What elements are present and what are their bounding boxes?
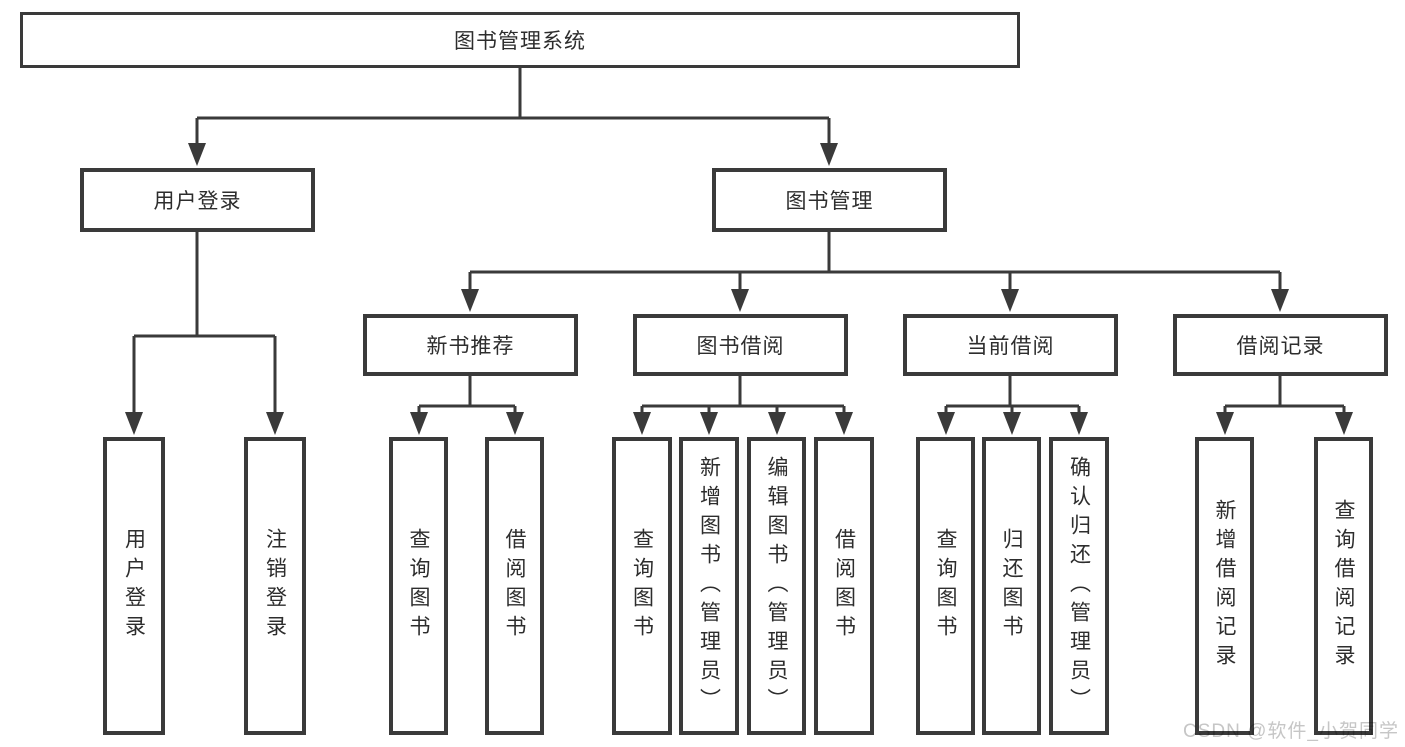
leaf-cb-confirm-return-admin-label: 确认归还（管理员） <box>1067 455 1091 717</box>
leaf-user-login: 用户登录 <box>103 437 165 735</box>
watermark: CSDN @软件_小贺同学 <box>1183 721 1399 742</box>
leaf-br-add-borrow-record: 新增借阅记录 <box>1195 437 1254 735</box>
node-book-management-label: 图书管理 <box>785 190 874 213</box>
leaf-bb-edit-books-admin: 编辑图书（管理员） <box>747 437 806 735</box>
leaf-nb-query-books: 查询图书 <box>389 437 448 735</box>
arrowhead-icon <box>1335 412 1353 435</box>
node-book-management: 图书管理 <box>712 168 947 232</box>
leaf-logout-login: 注销登录 <box>244 437 306 735</box>
arrowhead-icon <box>506 412 524 435</box>
arrowhead-icon <box>700 412 718 435</box>
arrowhead-icon <box>188 143 206 166</box>
arrowhead-icon <box>1003 412 1021 435</box>
leaf-cb-return-books: 归还图书 <box>982 437 1041 735</box>
arrowhead-icon <box>410 412 428 435</box>
arrowhead-icon <box>1216 412 1234 435</box>
arrowhead-icon <box>1070 412 1088 435</box>
node-book-borrowing: 图书借阅 <box>633 314 848 376</box>
leaf-bb-query-books-label: 查询图书 <box>630 528 654 644</box>
leaf-user-login-label: 用户登录 <box>122 528 146 644</box>
arrowhead-icon <box>266 412 284 435</box>
arrowhead-icon <box>937 412 955 435</box>
node-user-login: 用户登录 <box>80 168 315 232</box>
arrowhead-icon <box>820 143 838 166</box>
node-user-login-label: 用户登录 <box>153 190 242 213</box>
arrowhead-icon <box>1271 289 1289 312</box>
leaf-bb-borrow-books-label: 借阅图书 <box>832 528 856 644</box>
leaf-nb-borrow-books-label: 借阅图书 <box>503 528 526 644</box>
leaf-logout-login-label: 注销登录 <box>263 528 287 644</box>
arrowhead-icon <box>125 412 143 435</box>
leaf-br-query-borrow-record: 查询借阅记录 <box>1314 437 1373 735</box>
node-current-borrowing-label: 当前借阅 <box>966 335 1055 358</box>
arrowhead-icon <box>731 289 749 312</box>
leaf-nb-borrow-books: 借阅图书 <box>485 437 544 735</box>
leaf-bb-add-books-admin-label: 新增图书（管理员） <box>697 455 721 717</box>
leaf-bb-add-books-admin: 新增图书（管理员） <box>679 437 739 735</box>
arrowhead-icon <box>1001 289 1019 312</box>
arrowhead-icon <box>768 412 786 435</box>
arrowhead-icon <box>633 412 651 435</box>
node-borrowing-records-label: 借阅记录 <box>1236 335 1325 358</box>
leaf-br-query-borrow-record-label: 查询借阅记录 <box>1332 499 1355 673</box>
leaf-br-add-borrow-record-label: 新增借阅记录 <box>1213 499 1236 673</box>
node-new-book-recommendation: 新书推荐 <box>363 314 578 376</box>
node-new-book-recommendation-label: 新书推荐 <box>426 335 515 358</box>
leaf-nb-query-books-label: 查询图书 <box>407 528 430 644</box>
node-book-borrowing-label: 图书借阅 <box>696 335 785 358</box>
node-borrowing-records: 借阅记录 <box>1173 314 1388 376</box>
leaf-bb-edit-books-admin-label: 编辑图书（管理员） <box>765 455 788 717</box>
arrowhead-icon <box>461 289 479 312</box>
leaf-bb-query-books: 查询图书 <box>612 437 672 735</box>
leaf-cb-query-books: 查询图书 <box>916 437 975 735</box>
leaf-bb-borrow-books: 借阅图书 <box>814 437 874 735</box>
arrowhead-icon <box>835 412 853 435</box>
node-current-borrowing: 当前借阅 <box>903 314 1118 376</box>
node-library-management-system: 图书管理系统 <box>20 12 1020 68</box>
leaf-cb-query-books-label: 查询图书 <box>934 528 957 644</box>
node-library-management-system-label: 图书管理系统 <box>454 30 586 53</box>
leaf-cb-return-books-label: 归还图书 <box>1000 528 1023 644</box>
leaf-cb-confirm-return-admin: 确认归还（管理员） <box>1049 437 1109 735</box>
